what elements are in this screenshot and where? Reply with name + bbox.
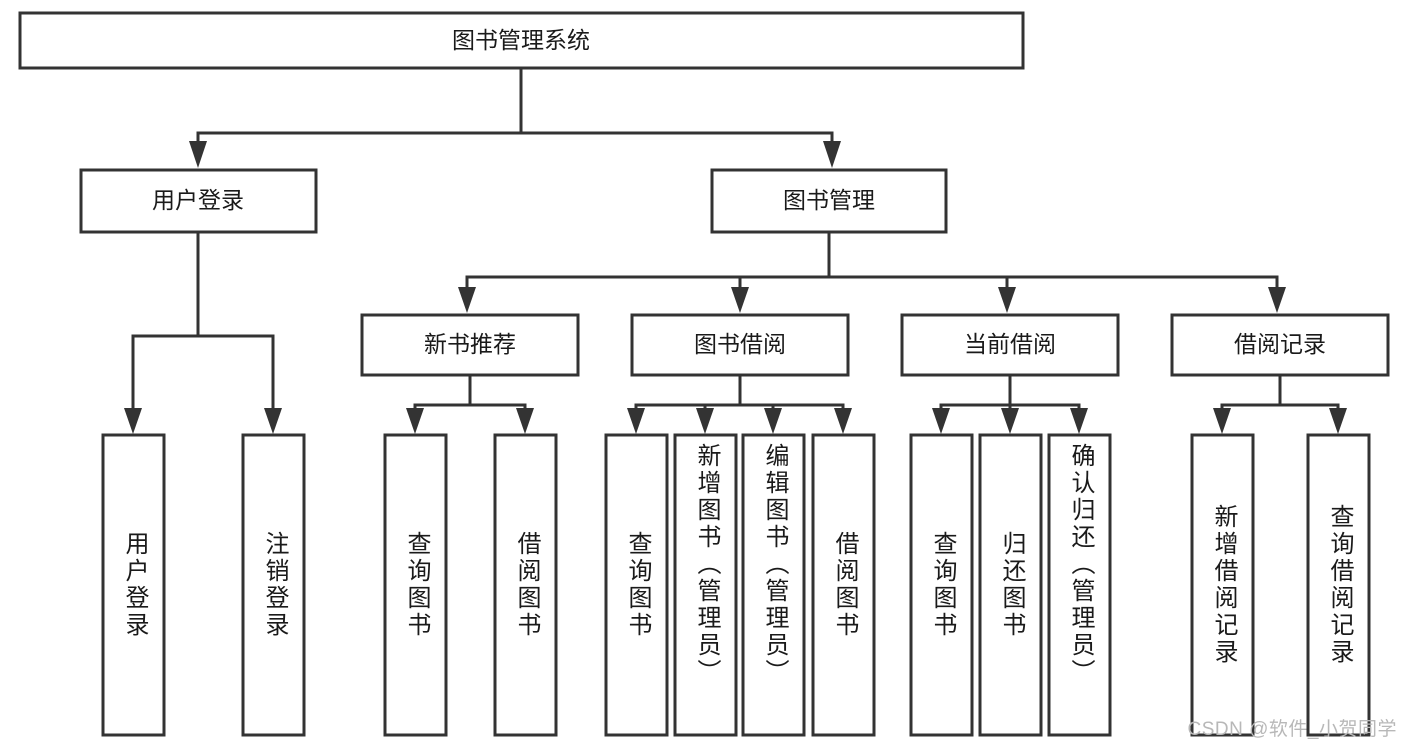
leaf-boxes	[101, 433, 1371, 737]
arrow-head-icon	[932, 408, 950, 434]
arrow-head-icon	[1001, 408, 1019, 434]
leaf-box-book-borrow-0[interactable]	[604, 433, 669, 737]
node-user-login[interactable]: 用户登录	[79, 168, 318, 234]
connector-userlogin-to-leaves	[124, 230, 282, 434]
arrow-head-icon	[1329, 408, 1347, 434]
leaf-new-book-0[interactable]: 查询图书	[385, 435, 446, 735]
leaf-label: 编辑图书（管理员）	[760, 443, 788, 686]
leaf-book-borrow-0[interactable]: 查询图书	[606, 435, 667, 735]
level3-label-3: 借阅记录	[1234, 331, 1326, 357]
leaf-user-login-1[interactable]: 注销登录	[243, 435, 304, 735]
leaf-label: 借阅图书	[512, 531, 540, 639]
level3-label-0: 新书推荐	[424, 331, 516, 357]
leaf-label: 查询借阅记录	[1325, 504, 1353, 666]
leaf-borrow-record-0[interactable]: 新增借阅记录	[1192, 435, 1253, 735]
leaf-label: 归还图书	[997, 531, 1025, 639]
leaf-label: 用户登录	[120, 531, 148, 639]
leaf-label: 新增图书（管理员）	[692, 443, 720, 686]
leaf-current-borrow-1[interactable]: 归还图书	[980, 435, 1041, 735]
leaf-user-login-0[interactable]: 用户登录	[103, 435, 164, 735]
leaf-label: 查询图书	[928, 531, 956, 639]
leaf-box-book-borrow-2[interactable]	[741, 433, 806, 737]
arrow-head-icon	[1070, 408, 1088, 434]
connector-bookborrow-to-leaves	[627, 373, 852, 434]
node-book-management[interactable]: 图书管理	[710, 168, 948, 234]
level3-label-2: 当前借阅	[964, 331, 1056, 357]
node-book-borrow[interactable]: 图书借阅	[630, 313, 850, 377]
leaf-box-current-borrow-2[interactable]	[1047, 433, 1112, 737]
arrow-head-icon	[516, 408, 534, 434]
leaf-borrow-record-1[interactable]: 查询借阅记录	[1308, 435, 1369, 735]
level3-box-1[interactable]	[630, 313, 850, 377]
arrow-head-icon	[764, 408, 782, 434]
leaf-box-current-borrow-1[interactable]	[978, 433, 1043, 737]
leaf-new-book-1[interactable]: 借阅图书	[495, 435, 556, 735]
leaf-label: 新增借阅记录	[1209, 504, 1237, 666]
arrow-head-icon	[1268, 287, 1286, 313]
arrow-head-icon	[1213, 408, 1231, 434]
node-borrow-record[interactable]: 借阅记录	[1170, 313, 1390, 377]
arrow-head-icon	[406, 408, 424, 434]
connector-currentborrow-to-leaves	[932, 373, 1088, 434]
level3-box-2[interactable]	[900, 313, 1120, 377]
connector-borrowrecord-to-leaves	[1213, 373, 1347, 434]
leaf-book-borrow-1[interactable]: 新增图书（管理员）	[675, 435, 736, 735]
leaf-label: 注销登录	[260, 531, 288, 639]
leaf-box-user-login-0[interactable]	[101, 433, 166, 737]
arrow-head-icon	[834, 408, 852, 434]
leaf-box-borrow-record-0[interactable]	[1190, 433, 1255, 737]
level2-label-0: 用户登录	[152, 187, 244, 213]
level3-label-1: 图书借阅	[694, 331, 786, 357]
leaf-box-new-book-1[interactable]	[493, 433, 558, 737]
arrow-head-icon	[823, 141, 841, 168]
level2-label-1: 图书管理	[783, 187, 875, 213]
connector-bookmgmt-to-level3	[458, 230, 1286, 313]
leaf-current-borrow-0[interactable]: 查询图书	[911, 435, 972, 735]
arrow-head-icon	[998, 287, 1016, 313]
leaf-box-new-book-0[interactable]	[383, 433, 448, 737]
arrow-head-icon	[731, 287, 749, 313]
connector-root-to-level2	[189, 66, 841, 168]
leaf-box-book-borrow-1[interactable]	[673, 433, 738, 737]
leaf-label: 借阅图书	[830, 531, 858, 639]
node-current-borrow[interactable]: 当前借阅	[900, 313, 1120, 377]
leaf-label: 确认归还（管理员）	[1066, 443, 1094, 686]
level3-box-0[interactable]	[360, 313, 580, 377]
arrow-head-icon	[264, 408, 282, 434]
arrow-head-icon	[627, 408, 645, 434]
leaf-label: 查询图书	[402, 531, 430, 639]
connector-newbook-to-leaves	[406, 373, 534, 434]
root-box[interactable]	[18, 11, 1025, 70]
leaf-label: 查询图书	[623, 531, 651, 639]
leaf-box-user-login-1[interactable]	[241, 433, 306, 737]
arrow-head-icon	[458, 287, 476, 313]
node-new-book-recommend[interactable]: 新书推荐	[360, 313, 580, 377]
arrow-head-icon	[696, 408, 714, 434]
root-label: 图书管理系统	[452, 27, 590, 53]
leaf-book-borrow-2[interactable]: 编辑图书（管理员）	[743, 435, 804, 735]
leaf-box-borrow-record-1[interactable]	[1306, 433, 1371, 737]
node-root[interactable]: 图书管理系统	[18, 11, 1025, 70]
arrow-head-icon	[124, 408, 142, 434]
arrow-head-icon	[189, 141, 207, 168]
leaf-current-borrow-2[interactable]: 确认归还（管理员）	[1049, 435, 1110, 735]
leaf-box-book-borrow-3[interactable]	[811, 433, 876, 737]
leaf-book-borrow-3[interactable]: 借阅图书	[813, 435, 874, 735]
leaf-box-current-borrow-0[interactable]	[909, 433, 974, 737]
